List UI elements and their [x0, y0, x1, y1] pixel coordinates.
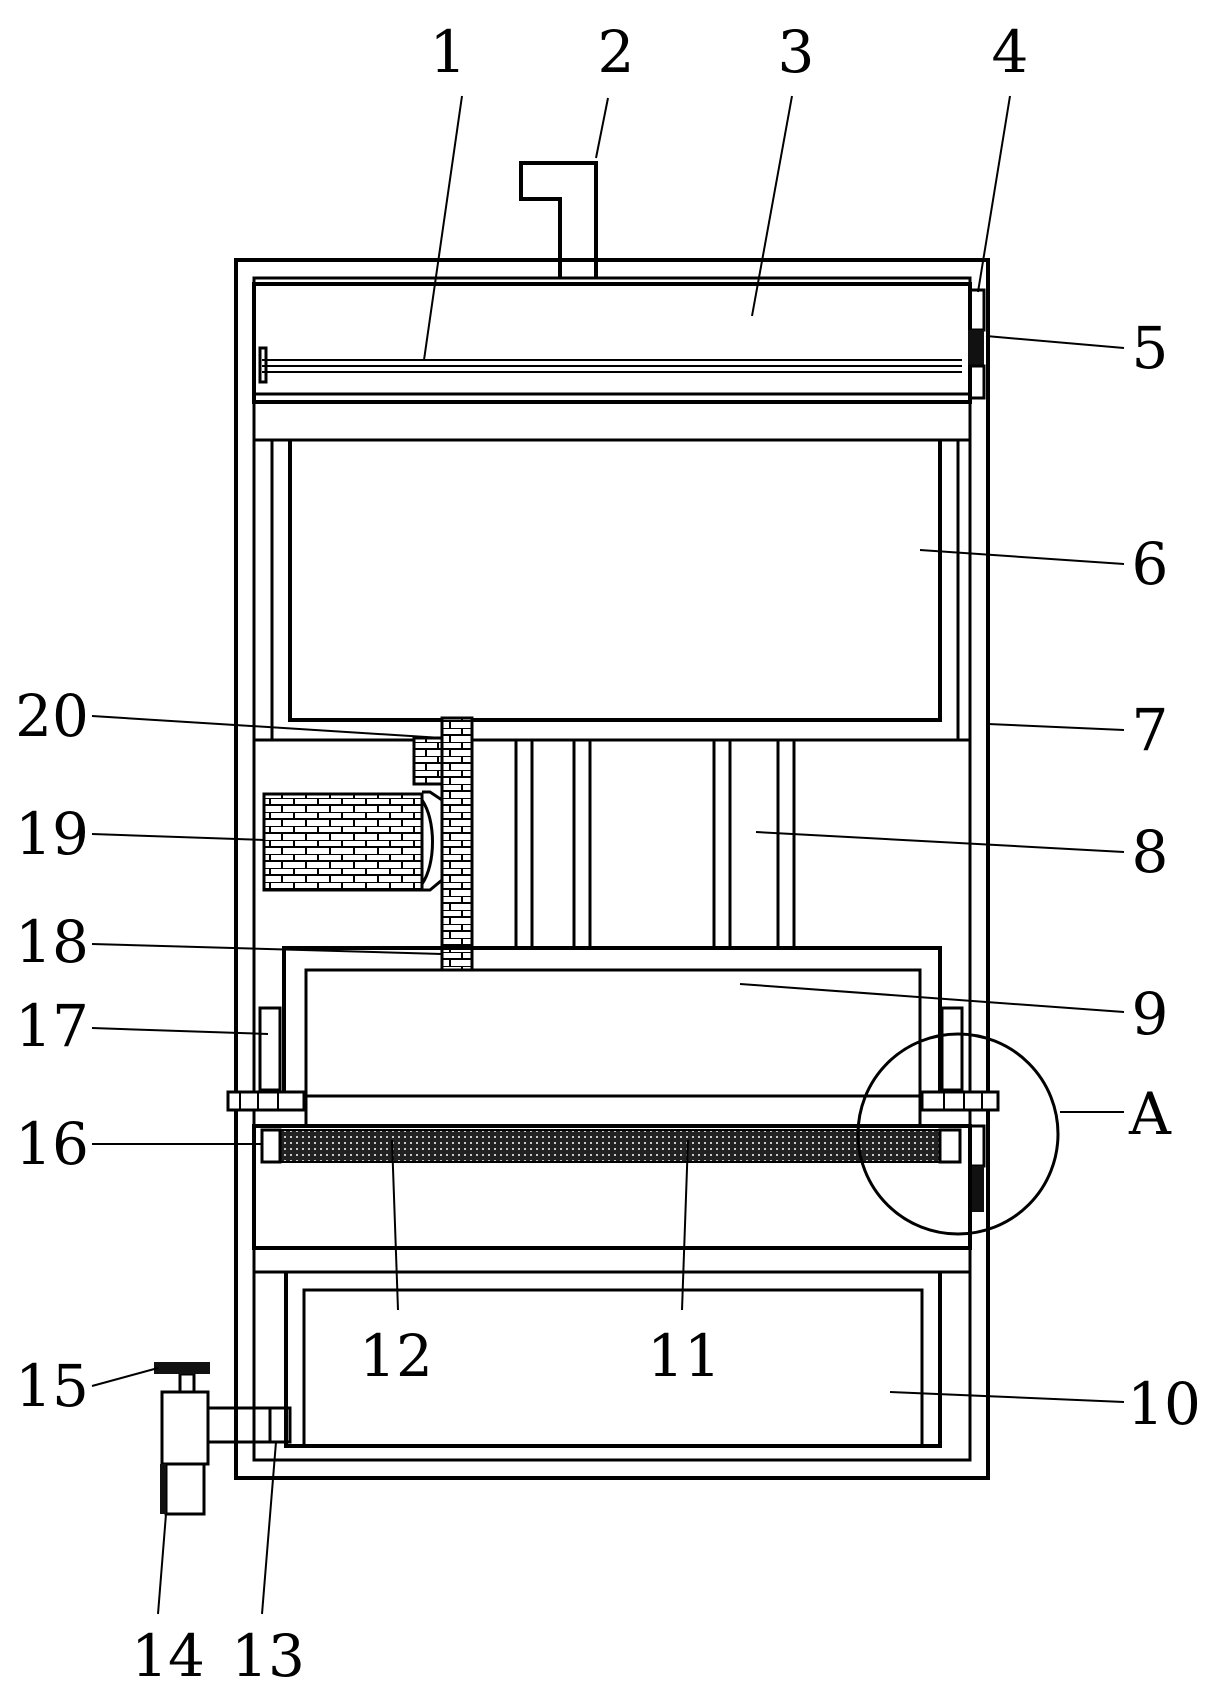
label-7: 7 [1132, 696, 1169, 764]
label-3: 3 [778, 18, 815, 86]
bottom-tank [284, 1272, 942, 1448]
clamps [226, 1090, 1000, 1112]
label-14: 14 [131, 1622, 205, 1690]
leader-lines [91, 95, 1125, 1615]
label-20: 20 [15, 682, 89, 750]
inlet-pipe [519, 161, 598, 278]
label-16: 16 [15, 1110, 89, 1178]
label-12: 12 [359, 1322, 433, 1390]
label-11: 11 [647, 1322, 721, 1390]
label-6: 6 [1132, 530, 1169, 598]
support-columns [514, 740, 796, 948]
label-5: 5 [1132, 314, 1169, 382]
middle-container [282, 946, 942, 1102]
callout-labels: 1 2 3 4 5 6 7 8 9 A 10 11 12 13 14 15 16… [15, 18, 1201, 1690]
filter-layer [279, 1129, 941, 1163]
label-8: 8 [1132, 818, 1169, 886]
right-guide [940, 1006, 964, 1092]
label-17: 17 [15, 992, 89, 1060]
label-1: 1 [430, 18, 467, 86]
label-18: 18 [15, 908, 89, 976]
label-detail-a: A [1128, 1080, 1172, 1148]
side-latch [968, 288, 986, 400]
label-19: 19 [15, 800, 89, 868]
filter-plate [304, 1094, 922, 1128]
label-13: 13 [231, 1622, 305, 1690]
top-chamber [252, 282, 972, 404]
label-2: 2 [598, 18, 635, 86]
left-guide [258, 1006, 282, 1092]
detail-circle [856, 1032, 1060, 1236]
motor-block [262, 790, 444, 892]
vertical-rack [440, 716, 474, 972]
separator-plate [252, 400, 972, 442]
main-tank [288, 440, 942, 722]
rack-bracket [412, 736, 444, 786]
outer-housing [234, 258, 990, 1480]
outlet-valve [154, 1362, 292, 1516]
label-10: 10 [1127, 1370, 1201, 1438]
label-4: 4 [992, 18, 1029, 86]
label-15: 15 [15, 1352, 89, 1420]
label-9: 9 [1132, 980, 1169, 1048]
